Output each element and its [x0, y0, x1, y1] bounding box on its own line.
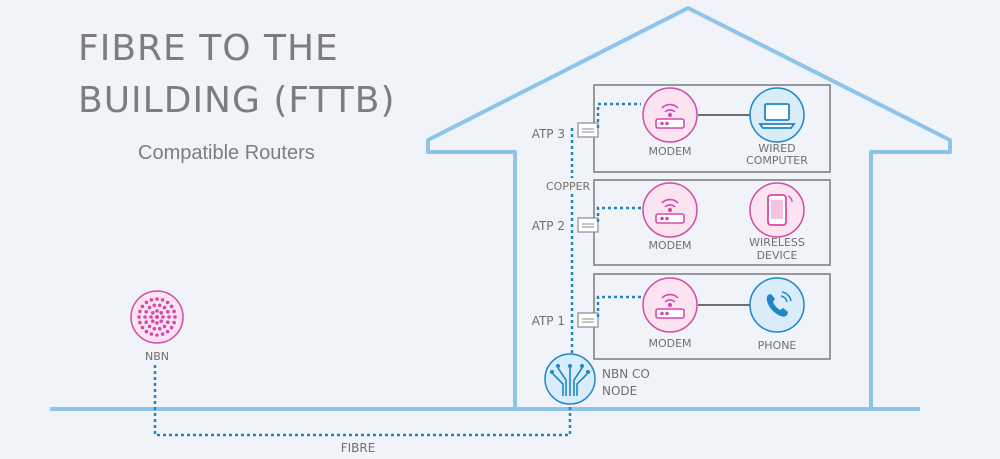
nbn-dot	[172, 320, 176, 325]
device-label-line-1: PHONE	[758, 339, 797, 352]
nbn-dot	[155, 315, 159, 319]
nbn-dot	[157, 303, 162, 308]
smartphone-icon	[767, 194, 793, 226]
nbn-dot	[169, 304, 174, 309]
nbn-dot	[138, 320, 142, 325]
nbn-dot	[151, 319, 155, 324]
nbn-connection: NBN	[130, 290, 184, 363]
node-fibre-tips-icon	[550, 364, 590, 374]
ethernet-cable	[596, 295, 641, 317]
diagram-subtitle: Compatible Routers	[138, 142, 315, 164]
nbn-dot	[159, 319, 163, 324]
floor-2: ATP 2 MODEM WIRELESS DEVICE	[532, 179, 831, 266]
floor-3: ATP 3 MODEM WIRED COMPUTER	[532, 84, 831, 173]
nbn-dot	[149, 332, 154, 336]
wall-socket-icon	[577, 312, 599, 328]
nbn-dot	[160, 298, 165, 302]
nbn-dots-icon	[137, 297, 177, 337]
nbn-label: NBN	[145, 350, 169, 363]
nbn-dot	[162, 305, 167, 310]
ethernet-cable	[596, 206, 641, 222]
atp-label: ATP 2	[532, 219, 565, 233]
wifi-icon	[655, 198, 685, 224]
node-label-line-2: NODE	[602, 384, 637, 398]
device-label-line-1: WIRELESS	[749, 236, 805, 249]
nbn-dot	[144, 329, 149, 334]
nbn-dot	[140, 304, 145, 309]
floor-1: ATP 1 MODEM PHONE	[532, 273, 831, 360]
fibre-cable	[153, 365, 572, 437]
nbn-dot	[160, 332, 165, 336]
nbn-dot	[147, 324, 152, 329]
nbn-dot	[152, 326, 157, 331]
nbn-dot	[140, 325, 145, 330]
nbn-dot	[162, 324, 167, 329]
atp-label: ATP 1	[532, 314, 565, 328]
wifi-icon	[655, 293, 685, 319]
device-label-line-2: DEVICE	[757, 249, 798, 262]
modem-label: MODEM	[648, 145, 691, 158]
nbn-dot	[157, 326, 162, 331]
nbn-dot	[166, 320, 170, 325]
nbn-dot	[165, 329, 170, 334]
nbn-dot	[161, 315, 165, 319]
laptop-icon	[758, 103, 796, 129]
device-label-line-1: WIRED	[758, 142, 795, 155]
nbn-dot	[165, 300, 170, 305]
nbn-dot	[155, 309, 159, 313]
nbn-dot	[152, 303, 157, 308]
modem-label: MODEM	[648, 239, 691, 252]
nbn-dot	[143, 315, 147, 319]
nbn-dot	[144, 320, 148, 325]
wifi-icon	[655, 103, 685, 129]
nbn-dot	[151, 311, 155, 315]
nbn-dot	[149, 298, 154, 302]
fibre-label: FIBRE	[341, 441, 376, 455]
nbn-dot	[167, 315, 171, 319]
device-label-line-2: COMPUTER	[746, 154, 808, 167]
copper-label-bg	[544, 178, 596, 192]
diagram-title-line-2: BUILDING (FTTB)	[78, 80, 396, 121]
wall-socket-icon	[577, 217, 599, 233]
nbn-dot	[138, 309, 142, 314]
nbn-dot	[144, 310, 148, 314]
nbn-dot	[137, 315, 141, 319]
nbn-dot	[147, 305, 152, 310]
nbn-dot	[144, 300, 149, 305]
copper-label: COPPER	[546, 180, 591, 193]
nbn-dot	[166, 310, 170, 314]
nbn-dot	[155, 333, 159, 337]
nbn-dot	[172, 309, 176, 314]
nbn-dot	[173, 315, 177, 319]
nbn-co-node: NBN CO NODE	[544, 353, 650, 405]
nbn-dot	[155, 321, 159, 325]
device-circle	[749, 277, 805, 333]
nbn-dot	[149, 315, 153, 319]
atp-label: ATP 3	[532, 127, 565, 141]
ethernet-cable	[596, 102, 641, 128]
nbn-dot	[169, 325, 174, 330]
node-label-line-1: NBN CO	[602, 367, 650, 381]
node-fibres-icon	[552, 367, 588, 396]
modem-label: MODEM	[648, 337, 691, 350]
nbn-dot	[159, 311, 163, 315]
wall-socket-icon	[577, 122, 599, 138]
diagram-title-line-1: FIBRE TO THE	[78, 28, 339, 69]
house-outline	[426, 6, 952, 409]
nbn-dot	[155, 297, 159, 301]
phone-icon	[766, 291, 792, 317]
